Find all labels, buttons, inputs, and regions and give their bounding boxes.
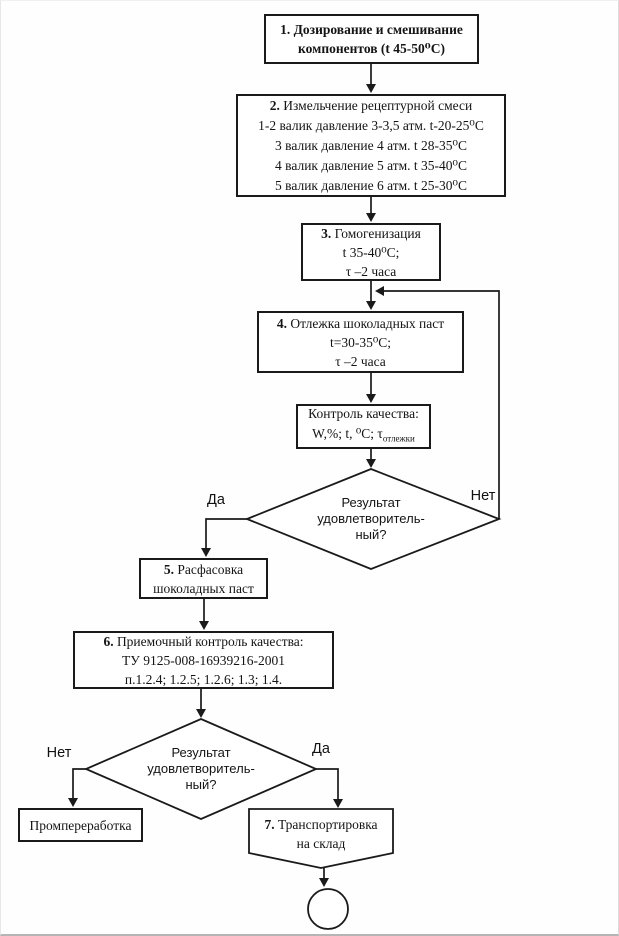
flow-shapes	[83, 468, 502, 930]
step-4-row: t=30-35⁰С;	[329, 334, 392, 350]
quality-control-formula: W,%; t, ⁰С; τотлежки	[312, 424, 415, 449]
step-6-title: Приемочный контроль качества:	[116, 633, 304, 649]
step-2-title: Измельчение рецептурной смеси	[283, 97, 473, 113]
formula-text: W,%; t, ⁰С; τ	[312, 426, 383, 442]
arrow-line-decision2-no-reprocess	[72, 768, 86, 799]
arrowhead-step5	[201, 548, 211, 557]
step-number: 5.	[163, 561, 174, 577]
step-5-title: Расфасовка	[177, 561, 244, 577]
decision-2-no-label: Нет	[46, 745, 72, 761]
arrowhead-reprocess	[68, 798, 78, 807]
arrowhead-step6	[199, 621, 209, 630]
step-number: 6.	[103, 633, 114, 649]
step-3-row: t 35-40⁰С;	[342, 244, 400, 260]
decision-2-yes-label: Да	[312, 741, 330, 757]
decision-1-no-label: Нет	[470, 488, 496, 504]
arrowhead-feedback-left	[375, 286, 384, 296]
step-3-heading: 3. Гомогенизация	[321, 224, 421, 243]
step-4-box: 4. Отлежка шоколадных паст t=30-35⁰С; τ …	[257, 311, 464, 373]
step-3-box: 3. Гомогенизация t 35-40⁰С; τ –2 часа	[301, 223, 441, 281]
step-5-line: шоколадных паст	[153, 580, 254, 596]
step-6-row: ТУ 9125-008-16939216-2001	[122, 652, 285, 668]
step-6-box: 6. Приемочный контроль качества: ТУ 9125…	[73, 631, 334, 689]
step-2-row: 3 валик давление 4 атм. t 28-35⁰С	[275, 137, 467, 153]
step-2-box: 2. Измельчение рецептурной смеси 1-2 вал…	[236, 94, 506, 197]
step-6-row: п.1.2.4; 1.2.5; 1.2.6; 1.3; 1.4.	[124, 671, 283, 687]
step-1-line: 1. Дозирование и смешивание	[280, 22, 463, 37]
feedback-line-no-to-step4	[383, 290, 500, 519]
step-3-title: Гомогенизация	[334, 225, 421, 241]
step-2-heading: 2. Измельчение рецептурной смеси	[270, 96, 472, 116]
step-3-row: τ –2 часа	[345, 263, 397, 279]
arrowhead-end	[319, 878, 329, 887]
terminator-circle	[307, 888, 349, 930]
arrowhead-step7	[333, 799, 343, 808]
arrowhead-step2	[366, 84, 376, 93]
decision-1-yes-label: Да	[207, 492, 225, 508]
step-4-row: τ –2 часа	[335, 353, 386, 369]
decision-2-diamond	[83, 718, 319, 820]
step-4-title: Отлежка шоколадных паст	[290, 315, 445, 331]
arrowheads	[68, 84, 384, 887]
step-4-heading: 4. Отлежка шоколадных паст	[277, 314, 444, 333]
flow-lines	[72, 64, 500, 879]
step-number: 2.	[269, 97, 280, 113]
step-number: 4.	[276, 315, 287, 331]
arrowhead-decision1	[366, 459, 376, 468]
arrowhead-decision2	[196, 709, 206, 718]
arrow-line-decision2-yes-step7	[316, 768, 339, 800]
arrowhead-step4	[366, 301, 376, 310]
quality-control-title: Контроль качества:	[308, 406, 419, 422]
reprocess-box: Промпереработка	[18, 808, 143, 842]
step-number: 3.	[321, 225, 332, 241]
step-1-box: 1. Дозирование и смешивание компонентов …	[264, 14, 479, 64]
step-1-line: компонентов (t 45-50⁰С)	[298, 41, 445, 56]
step-2-row: 5 валик давление 6 атм. t 25-30⁰С	[275, 177, 467, 193]
formula-subscript: отлежки	[382, 433, 415, 444]
step-6-heading: 6. Приемочный контроль качества:	[103, 632, 303, 651]
step-5-box: 5. Расфасовка шоколадных паст	[139, 558, 268, 599]
arrowhead-quality	[366, 394, 376, 403]
step-7-pentagon	[248, 808, 394, 869]
quality-control-box: Контроль качества: W,%; t, ⁰С; τотлежки	[296, 404, 431, 449]
step-2-row: 1-2 валик давление 3-3,5 атм. t-20-25⁰С	[258, 117, 484, 133]
reprocess-label: Промпереработка	[29, 817, 132, 833]
step-5-heading: 5. Расфасовка	[164, 560, 243, 579]
step-2-row: 4 валик давление 5 атм. t 35-40⁰С	[275, 157, 467, 173]
arrow-line-decision1-yes-step5	[205, 518, 247, 549]
decision-1-diamond	[244, 468, 502, 570]
arrowhead-step3	[366, 213, 376, 222]
